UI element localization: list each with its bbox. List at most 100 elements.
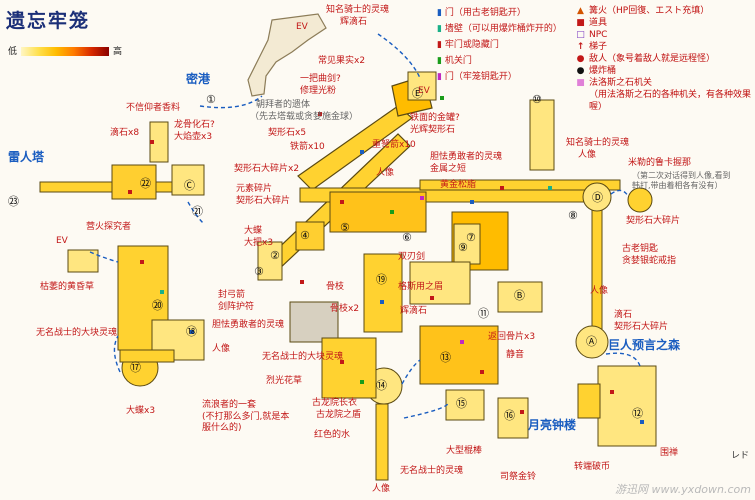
map-dot-8 [300, 280, 304, 284]
legend-ladder: ↑梯子 [576, 42, 608, 52]
left-small-cells [67, 249, 99, 273]
label-39: 格斯用之眉 [398, 282, 444, 292]
marker-7: ⑦ [466, 231, 476, 244]
legend-enemy: ●敌人（象号着敌人就是远程怪） [576, 54, 716, 64]
label-26: 韩打,带由着相各有没有） [632, 181, 723, 190]
door-legend-1: ▮ 门（用古老钥匙开） [437, 8, 526, 18]
map-dot-4 [420, 196, 424, 200]
door-legend-5: ▮ 门（牢笼钥匙开） [437, 72, 517, 82]
marker-16: ⑯ [504, 409, 515, 422]
door-legend-3: ▮ 牢门或隐藏门 [437, 40, 499, 50]
map-dot-17 [360, 380, 364, 384]
label-50: 契形石大碎片 [614, 322, 669, 332]
right-corridor [419, 179, 621, 191]
label-47: 辉滴石 [400, 306, 428, 316]
label-28: 元素碎片 [236, 184, 273, 194]
map-dot-7 [548, 186, 552, 190]
label-29: 契形石大碎片 [236, 196, 291, 206]
marker-11: ⑪ [478, 307, 489, 320]
marker-d: Ⓓ [592, 191, 603, 204]
map-dot-18 [520, 410, 524, 414]
label-8: 密港 [186, 72, 211, 86]
label-66: 转端破币 [574, 462, 611, 472]
label-14: 铁箭x10 [290, 142, 325, 152]
heat-scale: 低高 [8, 44, 122, 57]
map-dot-19 [610, 390, 614, 394]
label-46: 骨枝x2 [330, 304, 360, 314]
left-bottom-corridor [119, 349, 175, 363]
label-20: 重弩箭x10 [372, 140, 416, 150]
marker-23: ㉓ [8, 195, 19, 208]
label-36: 大把x3 [244, 238, 274, 248]
marker-2: ② [270, 249, 280, 262]
route-left-ev [89, 251, 119, 263]
label-11: 大焰壶x3 [174, 132, 213, 142]
label-44: 人像 [212, 344, 231, 354]
ev-tower-room [407, 71, 437, 101]
map-dot-0 [318, 112, 322, 116]
marker-15: ⑮ [456, 397, 467, 410]
map-dot-11 [460, 340, 464, 344]
corner-mark: レド [730, 451, 749, 461]
label-4: 一把曲剑? [300, 74, 341, 84]
marker-4: ④ [300, 229, 310, 242]
marker-12: ⑫ [632, 407, 643, 420]
map-dot-21 [150, 140, 154, 144]
map-dot-13 [140, 260, 144, 264]
marker-5: ⑤ [340, 221, 350, 234]
legend-bonfire: ▲篝火（HP回復、エスト充填） [577, 6, 710, 16]
marker-19: ⑲ [376, 273, 387, 286]
circular-room-a [575, 325, 609, 359]
label-5: 修理光粉 [300, 86, 337, 96]
label-32: 贪婪银蛇戒指 [622, 256, 677, 266]
map-dot-23 [440, 96, 444, 100]
map-dot-12 [480, 370, 484, 374]
large-room-13 [419, 325, 499, 385]
legend-pharros-note: （用法洛斯之石的各种机关，有各种效果喔） [589, 90, 752, 112]
label-35: 大蝶 [244, 226, 263, 236]
room-12 [597, 365, 657, 447]
label-30: 契形石大碎片 [626, 216, 681, 226]
route-17 [113, 335, 121, 373]
label-38: 骨枝 [326, 282, 345, 292]
label-63: 司祭金铃 [500, 472, 537, 482]
label-10: 龙骨化石? [174, 120, 215, 130]
room-9 [453, 223, 481, 265]
marker-b: Ⓑ [514, 289, 525, 302]
map-dot-2 [340, 200, 344, 204]
label-55: 流浪者的一套 [202, 400, 257, 410]
marker-c: Ⓒ [184, 179, 195, 192]
marker-8: ⑧ [568, 209, 578, 222]
map-dot-1 [360, 150, 364, 154]
room-12-annex [577, 383, 601, 419]
room-19 [363, 253, 403, 333]
marker-17: ⑰ [130, 361, 141, 374]
scale-bar [21, 47, 110, 56]
marker-1: ① [206, 93, 216, 106]
map-dot-15 [190, 330, 194, 334]
label-49: 滴石 [614, 310, 633, 320]
scale-low: 低 [8, 47, 18, 57]
label-57: 古龙院长衣 [312, 398, 358, 408]
map-title: 遗忘牢笼 [6, 10, 91, 32]
central-hall [329, 191, 427, 233]
label-48: 返回骨片x3 [488, 332, 536, 342]
map-dot-9 [380, 300, 384, 304]
label-27: 雷人塔 [8, 150, 45, 164]
marker-14: ⑭ [376, 379, 387, 392]
label-6: 朝拜者的遗体 [256, 100, 311, 110]
room-b [497, 281, 543, 313]
label-24: 米勒的鲁卡握那 [628, 158, 692, 168]
marker-3: ③ [254, 265, 264, 278]
left-room-21 [171, 164, 205, 196]
circular-room-d [582, 182, 612, 212]
label-67: 围禅 [660, 448, 679, 458]
label-22: 金属之短 [430, 164, 467, 174]
label-65: 静音 [506, 350, 525, 360]
label-15: 铁面的金罐? [410, 113, 460, 123]
marker-21: ㉑ [192, 205, 203, 218]
right-vertical [591, 199, 603, 341]
route-14-13 [401, 359, 421, 385]
